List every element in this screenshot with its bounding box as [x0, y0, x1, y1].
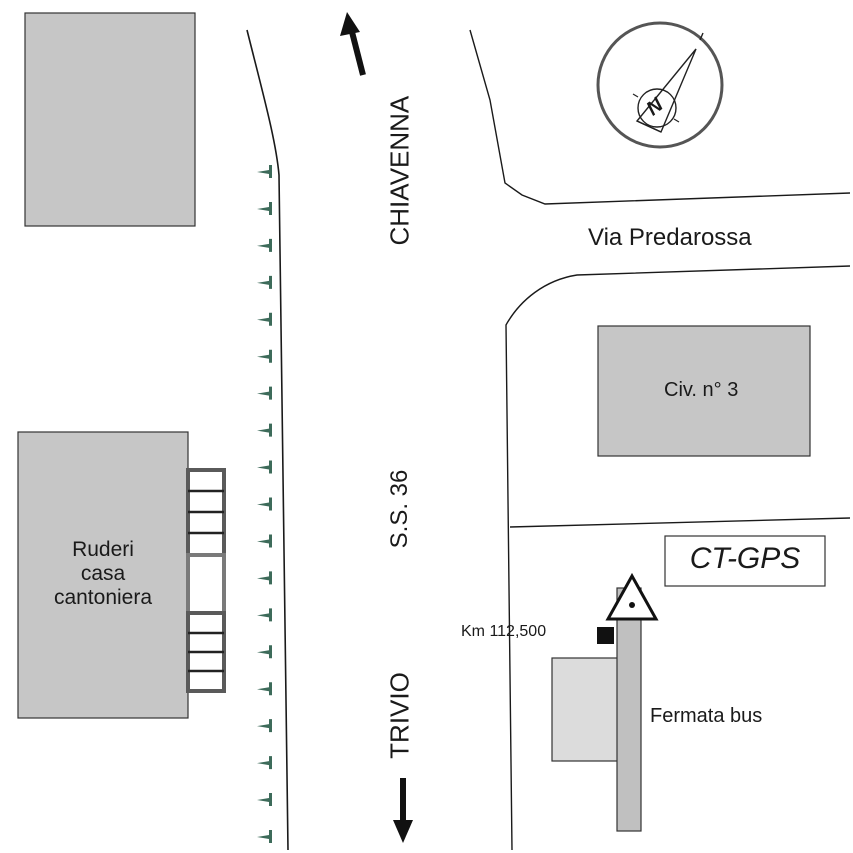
building-top-left [24, 12, 196, 227]
tree-marker-icon [257, 497, 272, 511]
tree-marker-icon [257, 793, 272, 807]
tree-marker-icon [257, 386, 272, 400]
tree-marker-icon [257, 719, 272, 733]
tree-marker-icon [257, 756, 272, 770]
tree-marker-icon [257, 238, 272, 252]
label-km-marker: Km 112,500 [461, 623, 547, 640]
stairs-landing [186, 553, 226, 615]
tree-marker-icon [257, 682, 272, 696]
label-ruins: Ruderi casa cantoniera [18, 538, 188, 610]
tree-marker-icon [257, 645, 272, 659]
km-marker-icon [597, 627, 614, 644]
label-bus-stop: Fermata bus [650, 705, 763, 727]
tree-marker-icon [257, 349, 272, 363]
label-ct-gps: CT-GPS [689, 542, 801, 575]
label-civ-3: Civ. n° 3 [664, 379, 739, 401]
tree-marker-icon [257, 201, 272, 215]
tree-marker-icon [257, 423, 272, 437]
tree-marker-icon [257, 460, 272, 474]
tree-marker-icon [257, 165, 272, 178]
tree-marker-icon [257, 571, 272, 585]
label-ruins-line3: cantoniera [53, 586, 153, 609]
tree-row [257, 165, 272, 843]
road-edge-right-lower [505, 265, 851, 851]
label-ruins-line2: casa [80, 562, 126, 585]
tree-marker-icon [257, 830, 272, 843]
lot-divider [509, 517, 851, 528]
tree-marker-icon [257, 312, 272, 326]
road-edge-right-upper [469, 29, 851, 205]
tree-marker-icon [257, 534, 272, 548]
road-edge-left [246, 29, 289, 851]
tree-marker-icon [257, 608, 272, 622]
stairs-lower [186, 611, 226, 693]
label-ruins-line1: Ruderi [72, 538, 134, 561]
label-trivio: TRIVIO [384, 672, 415, 759]
label-via-predarossa: Via Predarossa [588, 224, 752, 251]
gps-label-box [664, 535, 826, 587]
stairs-upper [186, 468, 226, 557]
bus-platform [616, 587, 642, 832]
arrow-south-icon [393, 778, 413, 843]
bus-shelter [551, 657, 619, 762]
building-civ-3 [597, 325, 811, 457]
tree-marker-icon [257, 275, 272, 289]
building-ruins [17, 431, 189, 719]
arrow-north-icon [340, 12, 366, 76]
label-road-name: S.S. 36 [386, 469, 413, 549]
gps-point-icon [605, 572, 659, 621]
compass-icon [596, 21, 724, 149]
label-chiavenna: CHIAVENNA [384, 95, 415, 246]
